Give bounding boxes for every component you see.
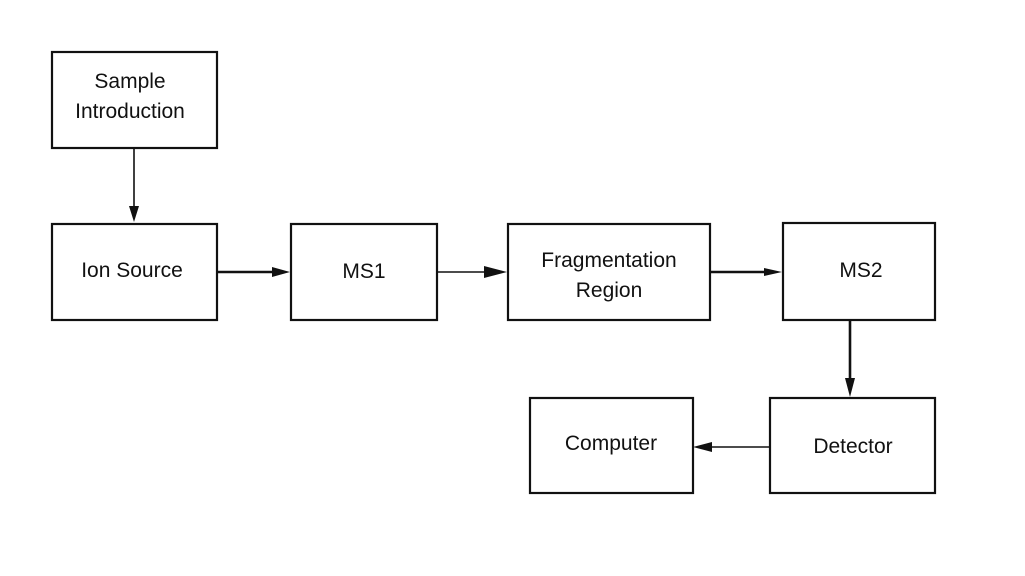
ms1-box: MS1 (289, 222, 439, 322)
box-label-line: Fragmentation (541, 249, 676, 272)
box-label: MS1 (342, 260, 385, 283)
connector-ms1-to-fragmentation (437, 266, 507, 278)
fragmentation-region-box: Fragmentation Region (506, 222, 712, 322)
connector-fragmentation-to-ms2 (710, 268, 782, 276)
connector-ion-source-to-ms1 (218, 267, 290, 277)
arrow-head (845, 378, 855, 397)
arrow-head (764, 268, 782, 276)
box-label: Detector (813, 435, 892, 458)
box-label-line: Region (576, 279, 643, 302)
connector-ms2-to-detector (845, 320, 855, 397)
box-label: Computer (565, 432, 657, 455)
connector-detector-to-computer (693, 442, 770, 452)
connector-sample-to-ion-source (129, 149, 139, 222)
box-label-line: Sample (94, 70, 165, 93)
box-label: MS2 (839, 259, 882, 282)
sample-introduction-box: Sample Introduction (50, 50, 219, 150)
box-label: Ion Source (81, 259, 183, 282)
computer-box: Computer (528, 396, 695, 495)
arrow-head (693, 442, 712, 452)
arrow-head (129, 206, 139, 222)
ms2-box: MS2 (781, 221, 937, 322)
detector-box: Detector (768, 396, 937, 495)
box-label-line: Introduction (75, 100, 185, 123)
arrow-head (484, 266, 507, 278)
arrow-head (272, 267, 290, 277)
ion-source-box: Ion Source (50, 222, 219, 322)
